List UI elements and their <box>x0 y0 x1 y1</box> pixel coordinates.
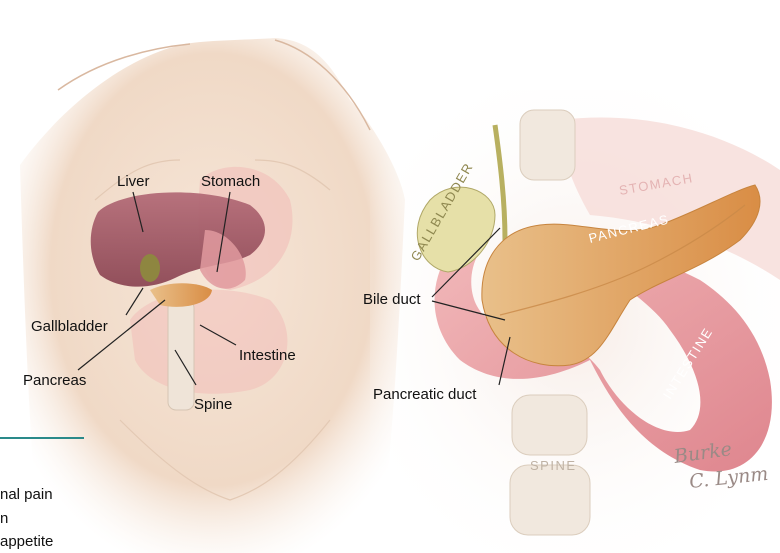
label-spine: Spine <box>194 396 232 413</box>
label-stomach: Stomach <box>201 173 260 190</box>
side-text-line-2: n <box>0 510 8 527</box>
label-gallbladder: Gallbladder <box>31 318 108 335</box>
label-pancreatic-duct: Pancreatic duct <box>373 386 476 403</box>
spine-organ-text: SPINE <box>530 458 577 473</box>
side-text-line-1: nal pain <box>0 486 53 503</box>
side-text-line-3: appetite <box>0 533 53 550</box>
label-liver: Liver <box>117 173 150 190</box>
label-pancreas: Pancreas <box>23 372 86 389</box>
label-intestine: Intestine <box>239 347 296 364</box>
spine-shape <box>168 300 194 410</box>
gallbladder-shape <box>140 254 160 282</box>
label-bile-duct: Bile duct <box>363 291 421 308</box>
